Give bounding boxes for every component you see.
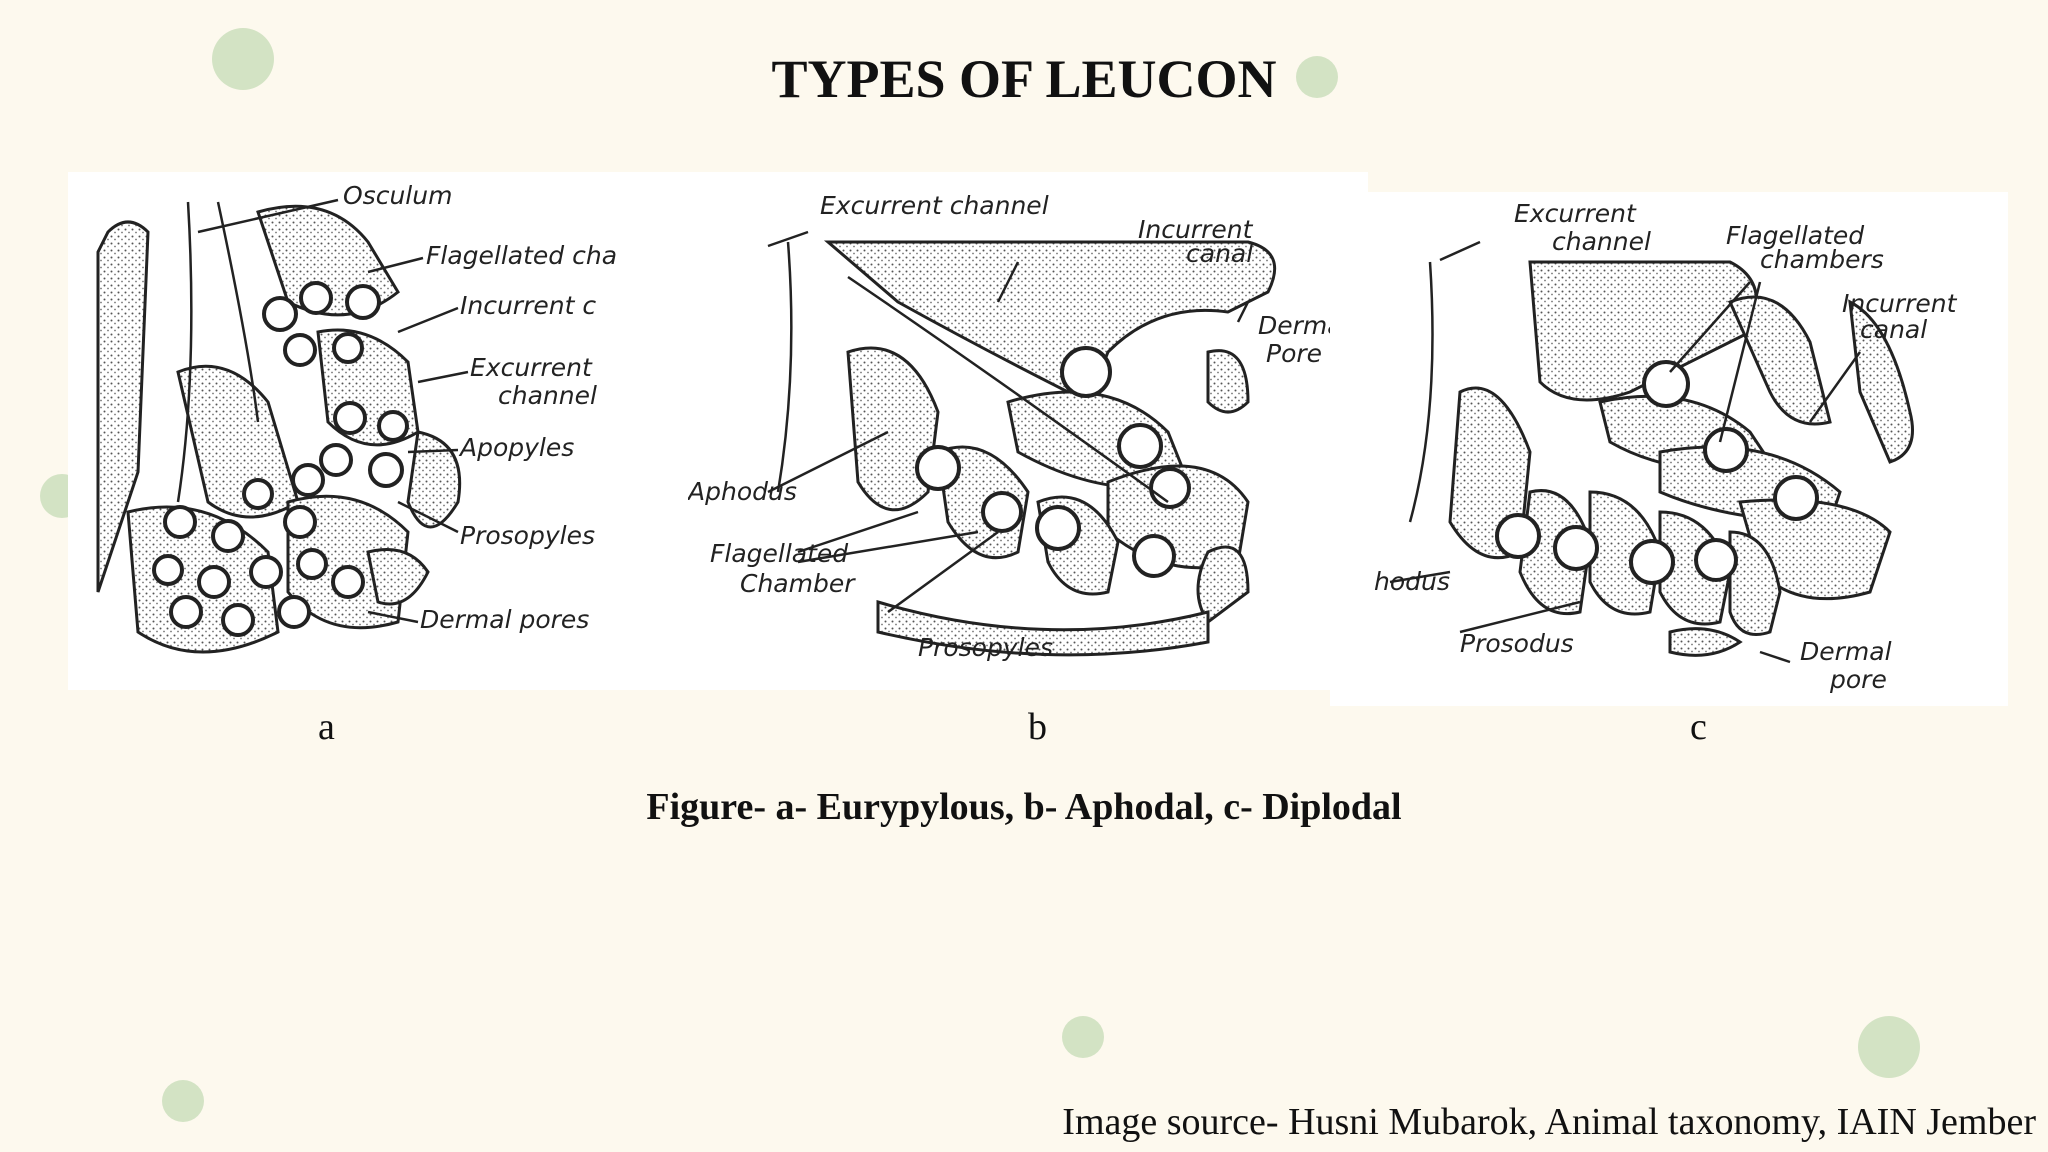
diagram-panel-a: Osculum Flagellated cha Incurrent c Excu…: [68, 172, 688, 690]
decorative-dot: [1296, 56, 1338, 98]
decorative-dot: [162, 1080, 204, 1122]
image-source: Image source- Husni Mubarok, Animal taxo…: [1062, 1101, 2036, 1143]
diagram-panel-b: Excurrent channel Incurrent canal Dermal…: [688, 172, 1368, 690]
label-incurrent-canal: Incurrent c: [460, 291, 596, 320]
label-channel: channel: [498, 381, 597, 410]
decorative-dot: [212, 28, 274, 90]
flagellated-chambers-c: [1495, 360, 1819, 585]
label-flagellated: Flagellated: [1726, 221, 1864, 250]
panel-letter-b: b: [1028, 706, 1047, 748]
panel-letter-c: c: [1690, 706, 1707, 748]
label-flagellated: Flagellated: [710, 539, 848, 568]
label-canal: canal: [1860, 315, 1927, 344]
label-pore: pore: [1829, 665, 1887, 694]
label-channel: channel: [1552, 227, 1651, 256]
label-excurrent: Excurrent: [470, 353, 593, 382]
label-chambers: chambers: [1760, 245, 1884, 274]
label-dermal: Dermal: [1800, 637, 1892, 666]
eurypylous-diagram: Osculum Flagellated cha Incurrent c Excu…: [96, 181, 617, 654]
panel-letter-a: a: [318, 706, 335, 748]
label-chamber: Chamber: [740, 569, 856, 598]
label-prosodus: Prosodus: [1460, 629, 1574, 658]
label-aphodus: Aphodus: [688, 477, 797, 506]
label-pore: Pore: [1266, 339, 1322, 368]
label-incurrent: Incurrent: [1138, 215, 1254, 244]
decorative-dot: [1062, 1016, 1104, 1058]
label-canal: canal: [1186, 239, 1253, 268]
label-excurrent-channel: Excurrent channel: [820, 191, 1049, 220]
label-excurrent: Excurrent: [1514, 199, 1637, 228]
label-incurrent: Incurrent: [1842, 289, 1958, 318]
label-dermal-pores: Dermal pores: [420, 605, 589, 634]
label-prosopyles: Prosopyles: [918, 633, 1053, 662]
label-hodus: hodus: [1374, 567, 1450, 596]
figure-caption: Figure- a- Eurypylous, b- Aphodal, c- Di…: [646, 786, 1402, 828]
label-prosopyles: Prosopyles: [460, 521, 595, 550]
label-flagellated-chamber: Flagellated cha: [426, 241, 617, 270]
aphodal-diagram: Excurrent channel Incurrent canal Dermal…: [688, 191, 1350, 662]
diagram-panel-c: Excurrent channel Flagellated chambers I…: [1330, 192, 2008, 706]
label-apopyles: Apopyles: [458, 433, 574, 462]
decorative-dot: [1858, 1016, 1920, 1078]
flagellated-chambers-b: [915, 346, 1191, 578]
page-title: TYPES OF LEUCON: [771, 49, 1277, 109]
flagellated-chambers-a: [152, 281, 409, 637]
diplodal-diagram: Excurrent channel Flagellated chambers I…: [1374, 199, 1958, 694]
label-osculum: Osculum: [343, 181, 452, 210]
